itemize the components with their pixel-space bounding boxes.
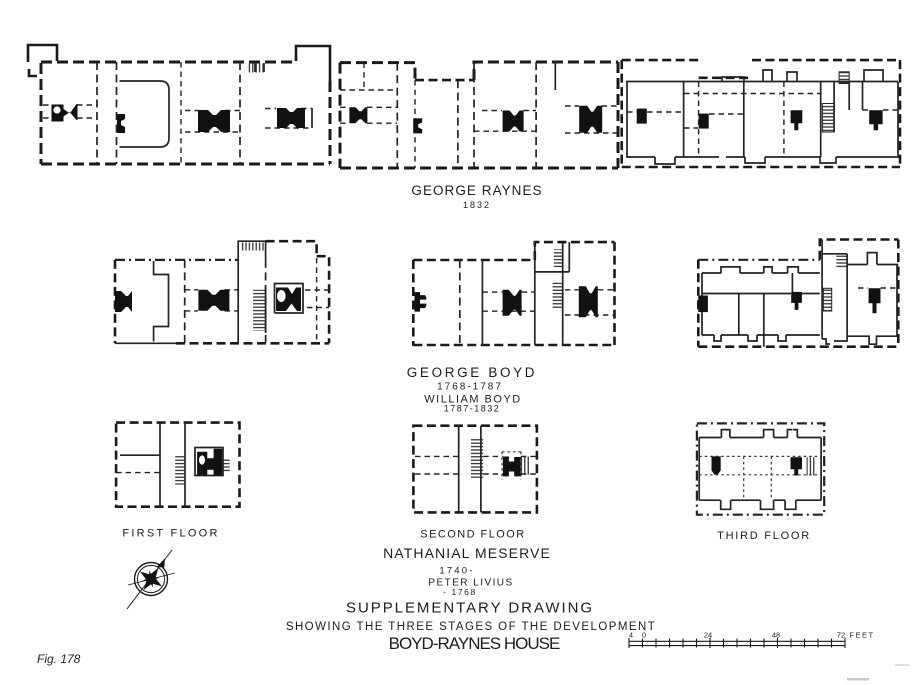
svg-text:Fig. 178: Fig. 178 [37,652,81,666]
svg-text:1740-: 1740- [439,566,474,577]
svg-text:FIRST FLOOR: FIRST FLOOR [122,528,219,540]
svg-text:WILLIAM BOYD: WILLIAM BOYD [424,394,521,406]
svg-text:GEORGE RAYNES: GEORGE RAYNES [411,183,542,198]
svg-text:48: 48 [772,631,780,640]
svg-text:THIRD FLOOR: THIRD FLOOR [717,530,811,542]
svg-text:- 1768: - 1768 [443,587,477,597]
svg-text:SHOWING THE THREE STAGES OF TH: SHOWING THE THREE STAGES OF THE DEVELOPM… [286,621,656,633]
svg-text:1787-1832: 1787-1832 [444,404,501,414]
svg-text:1768-1787: 1768-1787 [437,382,503,393]
svg-text:PETER LIVIUS: PETER LIVIUS [428,578,513,589]
svg-text:4: 4 [629,631,633,640]
svg-text:FEET: FEET [849,631,874,640]
svg-text:SECOND FLOOR: SECOND FLOOR [420,529,525,541]
svg-text:24: 24 [704,631,712,640]
svg-text:NATHANIAL MESERVE: NATHANIAL MESERVE [383,545,551,561]
svg-text:BOYD-RAYNES HOUSE: BOYD-RAYNES HOUSE [389,634,560,653]
svg-text:1832: 1832 [463,200,491,210]
svg-text:SUPPLEMENTARY DRAWING: SUPPLEMENTARY DRAWING [346,600,594,617]
svg-text:0: 0 [642,631,646,640]
svg-text:GEORGE BOYD: GEORGE BOYD [407,365,537,380]
svg-text:72: 72 [837,631,845,640]
